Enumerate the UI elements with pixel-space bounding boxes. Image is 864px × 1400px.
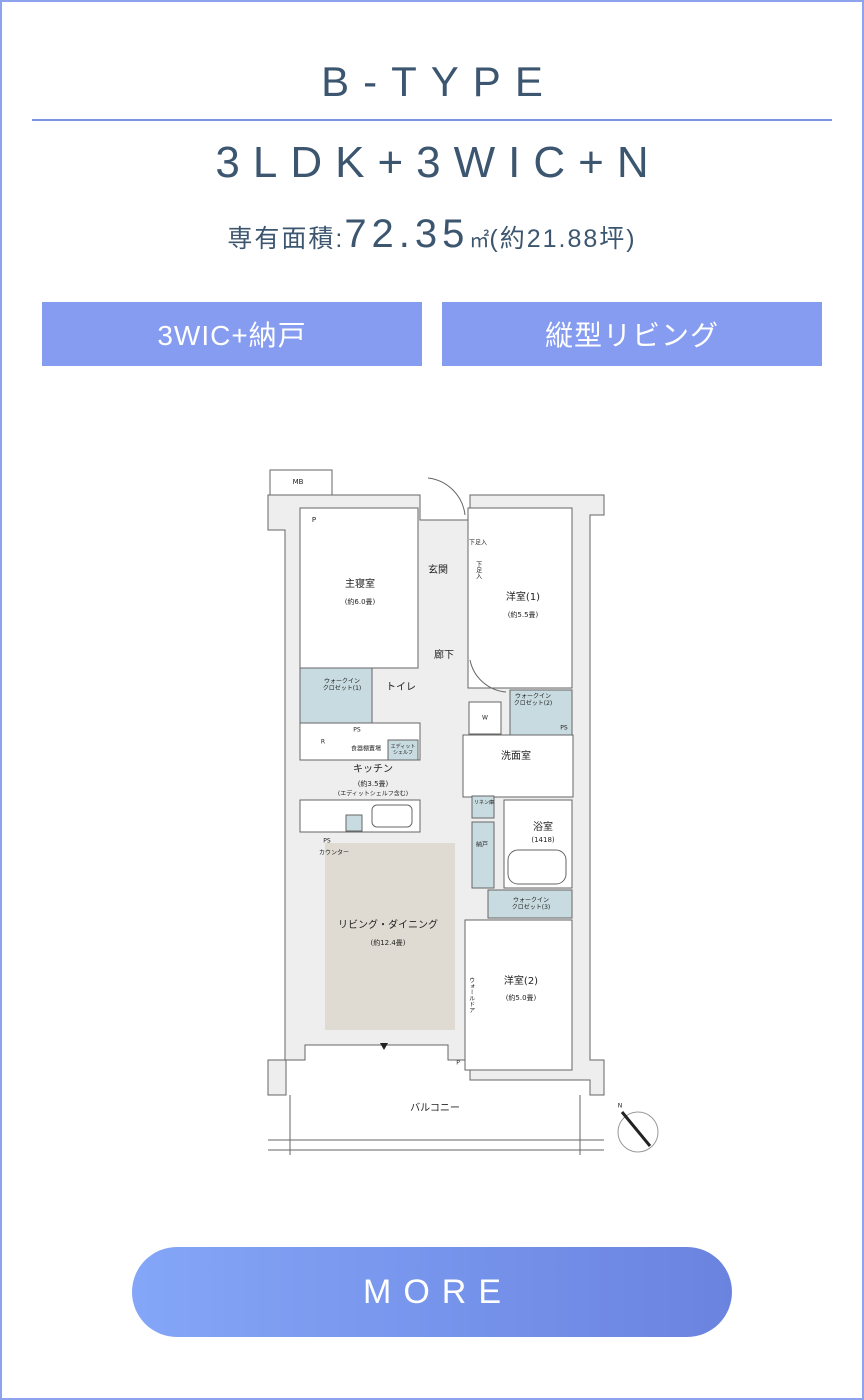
room-entrance: 玄関 — [428, 565, 448, 576]
room-western-1: 洋室(1) — [505, 592, 541, 603]
room-toilet: トイレ — [386, 682, 416, 693]
room-living-dining-size: (約12.4畳) — [370, 938, 406, 947]
feature-tag-living: 縦型リビング — [442, 302, 822, 366]
room-washroom: 洗面室 — [501, 751, 531, 762]
room-western-2-size: (約5.0畳) — [505, 993, 537, 1002]
edit-shelf: エディット シェルフ — [390, 744, 416, 756]
room-western-1-size: (約5.5畳) — [507, 610, 539, 619]
fridge-space: R — [320, 738, 326, 746]
hallway: 廊下 — [434, 650, 454, 661]
title-divider — [32, 119, 832, 121]
area-label: 専有面積: — [227, 225, 345, 253]
living-floor-area — [325, 843, 455, 1030]
room-kitchen: キッチン — [353, 764, 393, 775]
shoe-cabinet-1: 下足入 — [468, 539, 488, 547]
area-unit: ㎡ — [469, 230, 490, 252]
balcony: バルコニー — [410, 1103, 460, 1114]
plan-type-title: B-TYPE — [321, 58, 557, 105]
washer-space: W — [482, 714, 488, 722]
room-storage: 納戸 — [475, 841, 489, 849]
compass-icon — [617, 1111, 659, 1153]
room-kitchen-size: (約3.5畳) — [357, 779, 389, 788]
wic-2: ウォークイン クロゼット(2) — [513, 692, 553, 707]
ps-3: PS — [323, 837, 331, 845]
area-tsubo: (約21.88坪) — [489, 225, 637, 253]
cupboard-space: 食器棚置場 — [350, 745, 382, 753]
room-living-dining: リビング・ダイニング — [338, 920, 438, 931]
north-label: N — [617, 1102, 623, 1110]
room-bath: 浴室 — [533, 822, 553, 833]
ps-1: PS — [353, 726, 361, 734]
more-button[interactable]: MORE — [132, 1247, 732, 1337]
room-master-bedroom-size: (約6.0畳) — [344, 597, 376, 606]
floor-area: 専有面積:72.35㎡(約21.88坪) — [0, 212, 864, 257]
room-master-bedroom: 主寝室 — [345, 579, 375, 590]
linen-closet: リネン庫 — [473, 800, 495, 806]
room-western-2: 洋室(2) — [503, 976, 539, 987]
room-bath-size: (1418) — [531, 835, 555, 844]
feature-tag-storage: 3WIC+納戸 — [42, 302, 422, 366]
label-mb: MB — [292, 477, 304, 486]
label-p-2: P — [456, 1059, 460, 1067]
room-kitchen-note: (エディットシェルフ含む) — [337, 790, 409, 798]
ps-2: PS — [560, 724, 568, 732]
layout-type: 3LDK+3WIC+N — [215, 138, 662, 187]
label-p: P — [311, 515, 317, 524]
area-value: 72.35 — [344, 212, 470, 256]
wic-3: ウォークイン クロゼット(3) — [511, 896, 551, 911]
wall-door: ウォールドア — [467, 977, 475, 1013]
wic-1: ウォークイン クロゼット(1) — [322, 677, 362, 692]
shoe-cabinet-2: 下足入 — [474, 561, 482, 579]
counter: カウンター — [318, 849, 350, 857]
